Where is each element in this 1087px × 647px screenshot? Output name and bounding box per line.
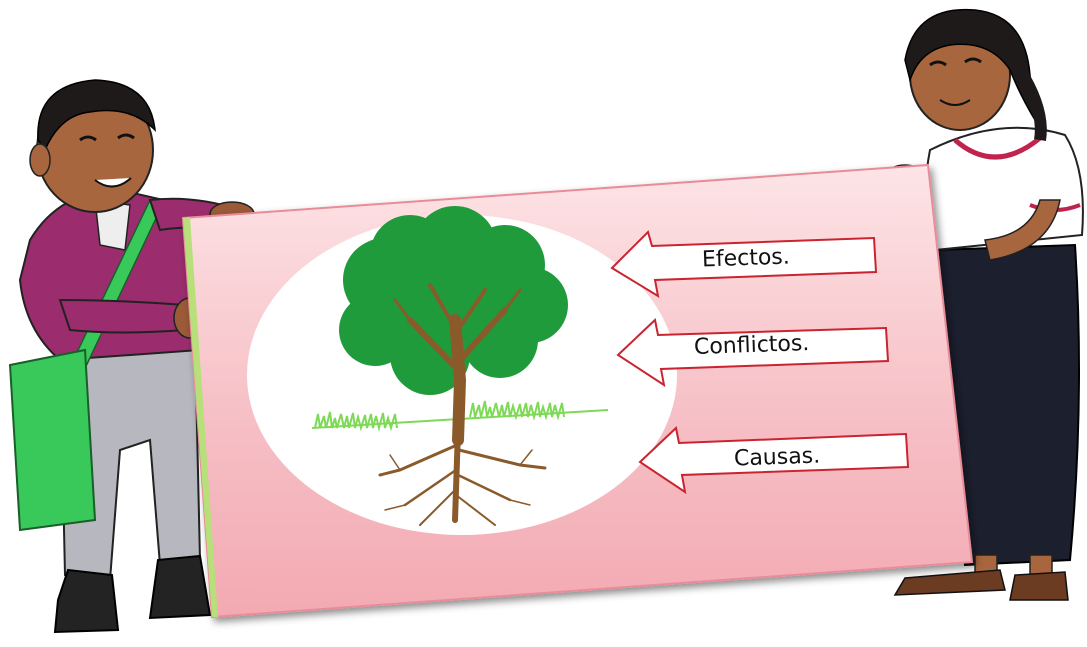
boy-smile: [94, 177, 132, 188]
girl-arm: [984, 199, 1061, 261]
girl-braid: [1014, 66, 1047, 141]
girl-blouse: [925, 126, 1084, 252]
girl-eye-left: [929, 60, 947, 67]
girl-neck-trim: [953, 136, 1042, 160]
arrow-effects: [610, 230, 878, 299]
boy-boot-right: [148, 554, 212, 620]
boy-boot-left: [53, 568, 120, 634]
girl-figure: [886, 8, 1084, 601]
girl-sandal-left: [893, 569, 1006, 596]
tree-foliage: [339, 206, 568, 395]
girl-eye-right: [964, 57, 982, 64]
label-causes: Causas.: [733, 443, 821, 472]
boy-bag: [8, 348, 97, 532]
boy-hair: [37, 79, 156, 152]
label-conflicts: Conflictos.: [693, 330, 810, 361]
girl-sandal-right: [1009, 571, 1069, 601]
boy-arm-lower: [58, 298, 186, 334]
boy-eye-left: [79, 135, 97, 142]
board-green-edge: [183, 217, 218, 617]
boy-ear: [29, 143, 51, 177]
girl-smile: [939, 99, 971, 106]
tree-diagram: [311, 206, 609, 526]
girl-hair: [904, 8, 1036, 121]
arrow-causes: [638, 426, 910, 495]
tree-roots: [378, 427, 547, 526]
tree-trunk: [393, 283, 522, 446]
boy-eye-right: [117, 133, 135, 140]
arrow-conflicts: [616, 318, 890, 388]
boy-figure: [8, 79, 255, 634]
label-effects: Efectos.: [701, 244, 791, 273]
